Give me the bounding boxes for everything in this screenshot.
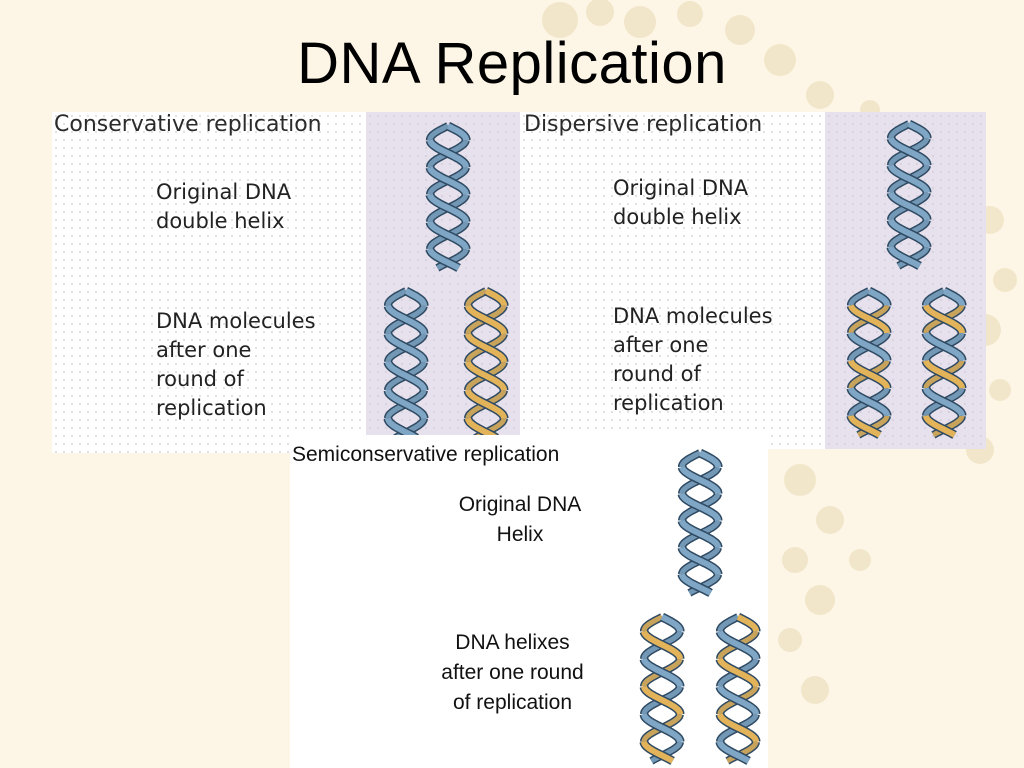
helix-strand: [641, 741, 675, 764]
helix-strand: [427, 193, 469, 223]
helix-strand: [465, 417, 499, 441]
helix-strand: [660, 614, 683, 632]
helix-strand: [848, 387, 890, 417]
helix-strand: [907, 121, 930, 139]
helix-strand: [465, 288, 488, 306]
dispersive-daughter-helix-1: [846, 286, 892, 439]
helix-strand: [888, 219, 930, 248]
helix-strand: [848, 288, 871, 306]
helix-strand: [641, 685, 683, 715]
helix-strand: [888, 121, 911, 139]
helix-strand: [679, 466, 721, 495]
helix-strand: [385, 389, 427, 419]
helix-strand: [385, 361, 427, 391]
helix-strand: [923, 332, 965, 361]
semiconservative-daughter-helix-1: [639, 612, 685, 765]
conservative-panel: Conservative replication Original DNA do…: [52, 112, 522, 453]
semiconservative-after-label: DNA helixes after one round of replicati…: [441, 631, 584, 714]
helix-strand: [385, 417, 419, 441]
helix-strand: [427, 166, 469, 195]
helix-strand: [698, 450, 721, 467]
helix-strand: [465, 361, 507, 391]
helix-strand: [717, 658, 759, 687]
helix-strand: [427, 139, 469, 168]
helix-strand: [848, 359, 890, 389]
dispersive-panel: Dispersive replication Original DNA doub…: [520, 112, 986, 449]
conservative-original-label: Original DNA double helix: [156, 180, 292, 233]
dispersive-after-label: DNA molecules after one round of replica…: [613, 304, 773, 415]
helix-strand: [923, 359, 965, 389]
helix-strand: [679, 573, 713, 596]
helix-strand: [679, 519, 721, 548]
helix-strand: [385, 304, 427, 335]
helix-strand: [484, 288, 507, 306]
helix-strand: [848, 332, 890, 361]
conservative-title: Conservative replication: [54, 112, 322, 137]
helix-strand: [641, 658, 683, 687]
dispersive-daughter-helix-2: [921, 286, 967, 439]
helix-strand: [385, 333, 427, 363]
helix-strand: [848, 304, 890, 334]
semiconservative-daughter-helix-2: [715, 612, 761, 765]
helix-strand: [465, 333, 507, 363]
semiconservative-title: Semiconservative replication: [292, 443, 560, 466]
helix-strand: [867, 288, 890, 306]
helix-strand: [888, 137, 930, 166]
conservative-after-label: DNA molecules after one round of replica…: [156, 309, 316, 420]
helix-strand: [717, 741, 751, 764]
helix-strand: [641, 713, 683, 743]
helix-strand: [717, 630, 759, 660]
helix-strand: [679, 546, 721, 575]
semiconservative-original-label: Original DNA Helix: [458, 493, 582, 546]
semiconservative-panel: Semiconservative replication Original DN…: [290, 435, 768, 768]
helix-strand: [717, 713, 759, 743]
helix-strand: [427, 123, 450, 141]
helix-strand: [385, 288, 408, 306]
helix-strand: [888, 246, 922, 269]
helix-strand: [888, 191, 930, 221]
helix-strand: [427, 248, 461, 271]
helix-strand: [717, 685, 759, 715]
helix-strand: [404, 288, 427, 306]
helix-strand: [923, 415, 957, 438]
dispersive-original-label: Original DNA double helix: [613, 176, 749, 229]
helix-strand: [923, 304, 965, 334]
conservative-original-helix: [425, 121, 471, 272]
helix-strand: [717, 614, 740, 632]
helix-strand: [888, 164, 930, 193]
helix-strand: [427, 221, 469, 250]
helix-strand: [848, 415, 882, 438]
helix-strand: [923, 387, 965, 417]
helix-strand: [679, 493, 721, 521]
helix-strand: [923, 288, 946, 306]
dispersive-title: Dispersive replication: [524, 112, 763, 137]
dispersive-original-helix: [886, 119, 932, 270]
helix-strand: [641, 630, 683, 660]
helix-strand: [942, 288, 965, 306]
helix-strand: [446, 123, 469, 141]
conservative-daughter-helix-original: [383, 286, 429, 442]
helix-strand: [465, 389, 507, 419]
slide-title: DNA Replication: [297, 31, 727, 96]
helix-strand: [679, 450, 702, 467]
semiconservative-original-helix: [677, 448, 723, 597]
helix-strand: [736, 614, 759, 632]
helix-strand: [641, 614, 664, 632]
conservative-daughter-helix-new: [463, 286, 509, 442]
helix-strand: [465, 304, 507, 335]
